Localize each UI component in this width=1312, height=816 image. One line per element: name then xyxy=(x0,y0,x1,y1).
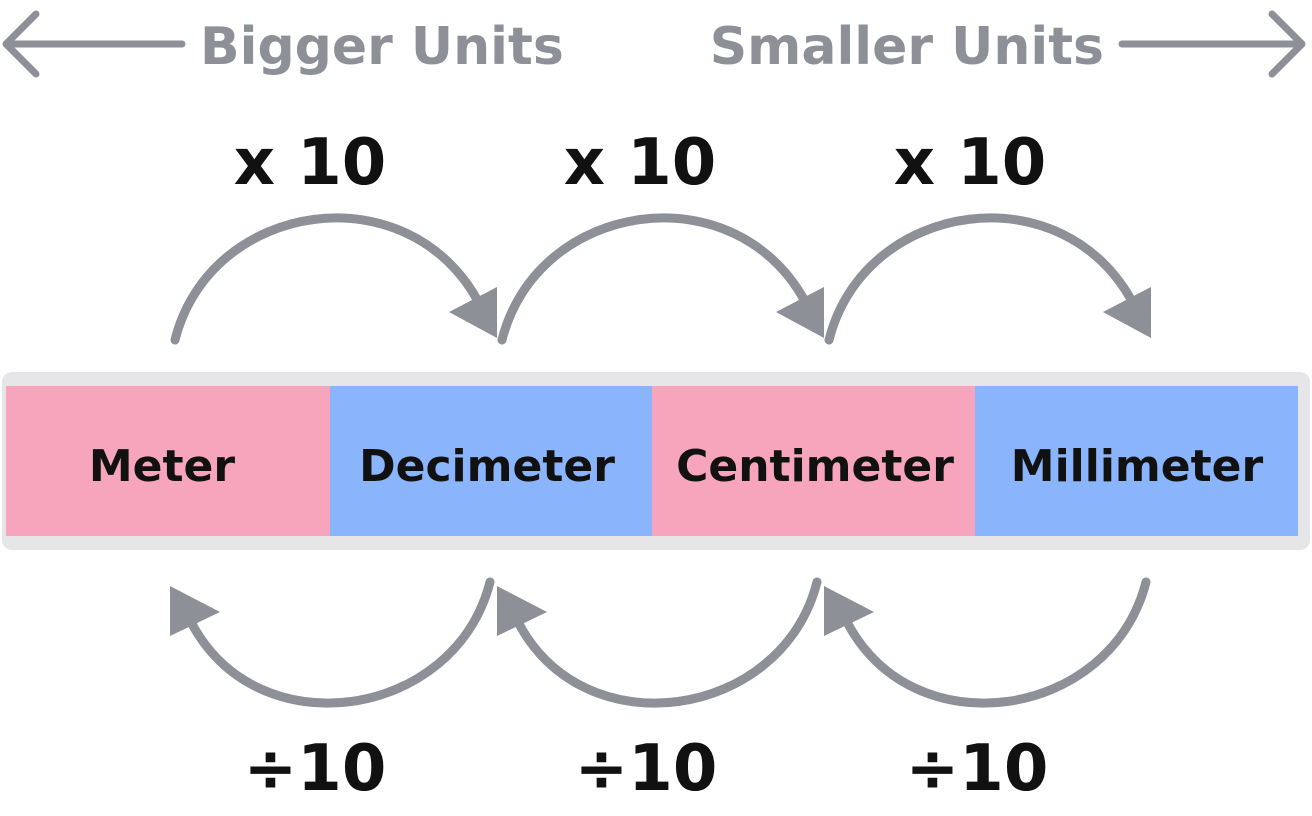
arrowhead-up-left-icon xyxy=(497,586,547,636)
unit-label-decimeter: Decimeter xyxy=(359,441,615,492)
divide-label-1: ÷10 xyxy=(244,732,387,806)
unit-label-centimeter: Centimeter xyxy=(676,441,954,492)
unit-cell-decimeter xyxy=(330,386,652,536)
arrowhead-up-left-icon xyxy=(824,586,874,636)
unit-cell-centimeter xyxy=(652,386,975,536)
smaller-units-label: Smaller Units xyxy=(710,17,1104,77)
bigger-units-label: Bigger Units xyxy=(200,17,564,77)
multiply-label-2: x 10 xyxy=(564,126,717,200)
unit-label-millimeter: Millimeter xyxy=(1011,441,1264,492)
unit-cell-meter xyxy=(6,386,330,536)
multiply-arrow-3 xyxy=(824,213,1151,345)
multiply-arrows xyxy=(170,213,1151,345)
right-arrow-icon xyxy=(1118,10,1306,78)
unit-label-meter: Meter xyxy=(89,441,236,492)
divide-arrows xyxy=(170,577,1151,708)
divide-label-3: ÷10 xyxy=(906,732,1049,806)
multiply-labels: x 10 x 10 x 10 xyxy=(234,126,1047,200)
arrowhead-down-right-icon xyxy=(776,287,824,338)
multiply-label-1: x 10 xyxy=(234,126,387,200)
divide-label-2: ÷10 xyxy=(575,732,718,806)
smaller-units-direction: Smaller Units xyxy=(710,10,1306,78)
unit-cell-millimeter xyxy=(975,386,1298,536)
divide-arrow-3 xyxy=(824,577,1151,708)
multiply-label-3: x 10 xyxy=(894,126,1047,200)
divide-arrow-1 xyxy=(170,577,495,708)
arrowhead-down-right-icon xyxy=(1103,287,1151,338)
arrowhead-down-right-icon xyxy=(449,287,497,338)
divide-labels: ÷10 ÷10 ÷10 xyxy=(244,732,1049,806)
left-arrow-icon xyxy=(2,10,186,78)
multiply-arrow-1 xyxy=(170,213,497,345)
bigger-units-direction: Bigger Units xyxy=(2,10,564,78)
divide-arrow-2 xyxy=(497,577,822,708)
unit-bar: Meter Decimeter Centimeter Millimeter xyxy=(2,372,1310,550)
multiply-arrow-2 xyxy=(497,213,824,345)
arrowhead-up-left-icon xyxy=(170,586,220,636)
